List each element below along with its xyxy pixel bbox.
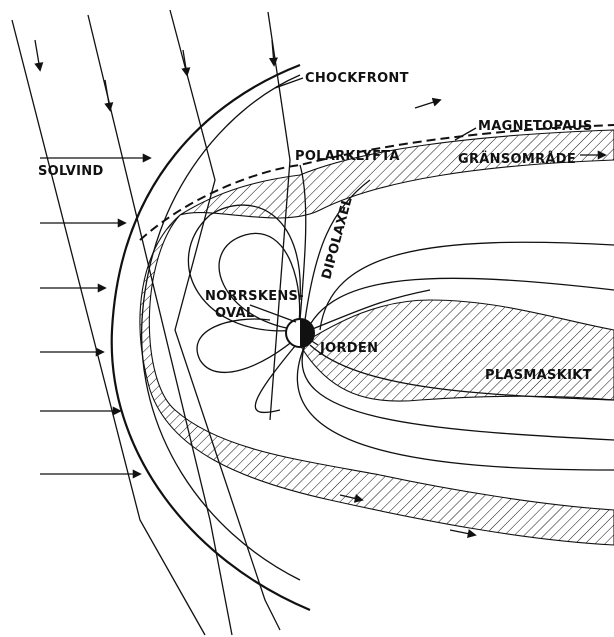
label-aurora-oval-1: NORRSKENS- [205, 289, 304, 304]
imf-arrow-2 [105, 80, 110, 110]
flow-arrow-3 [450, 530, 475, 535]
label-polar-cusp: POLARKLYFTA [295, 149, 400, 164]
label-boundary-region: GRÄNSOMRÅDE [458, 151, 576, 167]
magnetosheath-line [142, 75, 300, 580]
flow-arrow-1 [415, 100, 440, 108]
field-loop-4 [255, 340, 300, 412]
imf-field-lines [12, 10, 290, 635]
leader-magnetopause [455, 128, 476, 140]
label-plasma-sheet: PLASMASKIKT [485, 368, 592, 383]
label-aurora-oval-2: OVAL [215, 306, 254, 321]
label-magnetopause: MAGNETOPAUS [478, 119, 593, 134]
imf-arrow-1 [35, 40, 40, 70]
label-earth: JORDEN [319, 341, 378, 356]
label-shock-front: CHOCKFRONT [305, 71, 409, 86]
label-solar-wind: SOLVIND [38, 164, 104, 179]
